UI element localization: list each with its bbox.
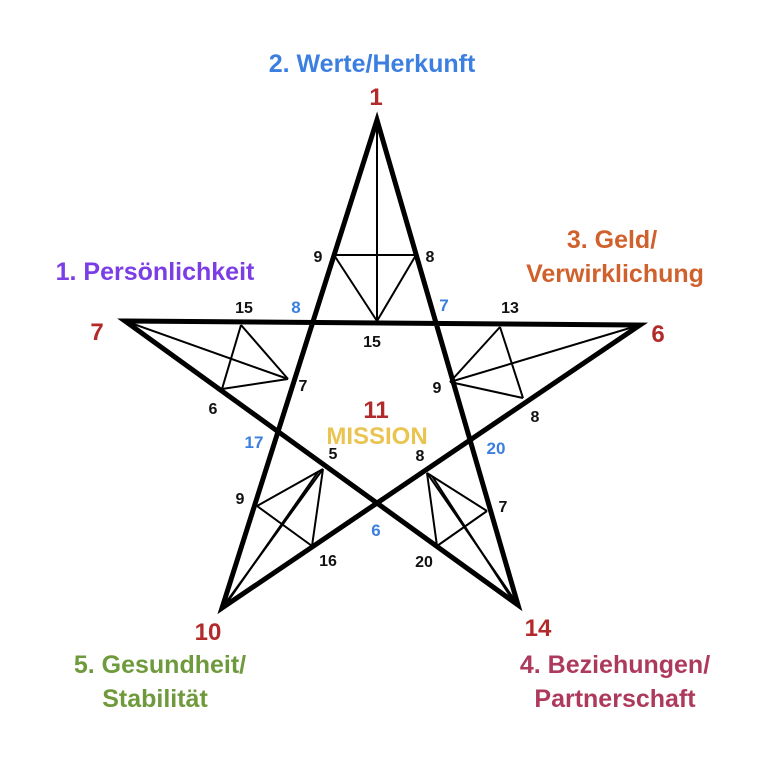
bottom-left-arm-lines — [221, 468, 324, 609]
intersection-top-left: 8 — [291, 298, 300, 317]
intersection-top-right: 7 — [439, 296, 448, 315]
category-geld-line1: 3. Geld/ — [567, 226, 657, 254]
intersection-right: 20 — [487, 439, 506, 458]
star-outline — [117, 111, 649, 615]
bottom-right-arm-inner-number: 8 — [416, 448, 425, 465]
category-gesundheit-line2: Stabilität — [102, 685, 208, 713]
vertex-bottom-left: 10 — [195, 619, 222, 646]
category-beziehungen-line2: Partnerschaft — [534, 685, 696, 713]
bottom-left-arm-base-number: 16 — [319, 553, 337, 570]
left-arm-inner-number: 7 — [299, 378, 308, 395]
bottom-left-arm-inner-number: 5 — [329, 446, 338, 463]
left-arm-lines — [124, 320, 289, 390]
vertex-bottom-right: 14 — [525, 615, 552, 642]
category-beziehungen-line1: 4. Beziehungen/ — [520, 651, 710, 679]
vertex-top: 1 — [369, 84, 382, 111]
category-werte: 2. Werte/Herkunft — [269, 50, 476, 78]
arm-details — [124, 120, 641, 609]
category-persoenlichkeit: 1. Persönlichkeit — [56, 258, 255, 286]
intersection-left: 17 — [245, 433, 264, 452]
intersection-bottom: 6 — [371, 521, 380, 540]
right-arm-top-number: 13 — [501, 300, 519, 317]
right-arm-lines — [449, 324, 641, 399]
bottom-right-arm-lines — [426, 472, 519, 606]
right-arm-inner-number: 9 — [433, 380, 442, 397]
vertex-right: 6 — [651, 321, 664, 348]
right-arm-bottom-number: 8 — [531, 409, 540, 426]
bottom-right-arm-outer-number: 7 — [499, 499, 508, 516]
left-arm-bottom-number: 6 — [209, 401, 218, 418]
left-arm-top-number: 15 — [235, 300, 253, 317]
category-geld-line2: Verwirklichung — [526, 260, 704, 288]
top-arm-lines — [333, 120, 417, 322]
top-arm-right-number: 8 — [426, 249, 435, 266]
center-label: MISSION — [326, 423, 427, 450]
top-arm-base-number: 15 — [363, 334, 381, 351]
center-number: 11 — [363, 397, 388, 424]
vertex-left: 7 — [90, 319, 103, 346]
top-arm-left-number: 9 — [314, 249, 323, 266]
bottom-left-arm-outer-number: 9 — [236, 491, 245, 508]
star-polygon — [117, 111, 649, 615]
bottom-right-arm-base-number: 20 — [415, 554, 433, 571]
category-gesundheit-line1: 5. Gesundheit/ — [74, 651, 246, 679]
